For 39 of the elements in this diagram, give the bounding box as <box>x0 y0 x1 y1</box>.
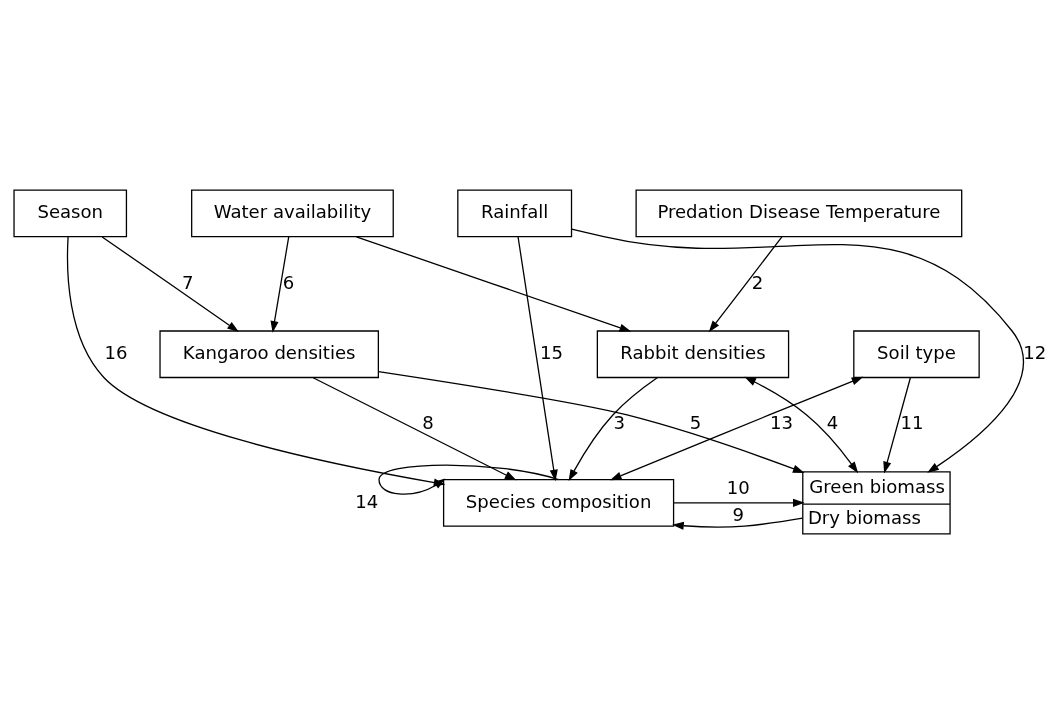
edge-label: 4 <box>826 412 839 434</box>
arrow <box>610 376 864 481</box>
arrow <box>377 370 805 473</box>
arrow <box>744 376 859 474</box>
edge-label: 6 <box>282 271 295 293</box>
arrow <box>101 236 239 332</box>
edge-label: 10 <box>726 477 750 499</box>
edge-label: 15 <box>539 342 563 364</box>
arrow <box>66 236 446 487</box>
arrow <box>672 517 804 530</box>
arrow <box>517 236 558 482</box>
node-box: Soil type <box>853 330 980 379</box>
arrow <box>270 236 290 333</box>
arrow <box>378 464 560 495</box>
node-box: Water availability <box>191 189 394 238</box>
node-box: Season <box>13 189 128 238</box>
edge-label: 13 <box>769 412 793 434</box>
arrow <box>708 236 783 333</box>
edge-label: 16 <box>104 342 128 364</box>
node-box: Rainfall <box>457 189 573 238</box>
edge-label: 14 <box>355 490 379 512</box>
arrow <box>673 498 805 507</box>
node-box: Predation Disease Temperature <box>635 189 963 238</box>
edge-label: 3 <box>613 412 626 434</box>
node-box: Species composition <box>442 478 675 527</box>
node-box: Kangaroo densities <box>159 330 379 379</box>
edge-label: 12 <box>1023 342 1047 364</box>
edge-label: 8 <box>422 412 434 434</box>
node-box: Rabbit densities <box>596 330 790 379</box>
arrow <box>571 228 1024 473</box>
arrow <box>312 377 517 481</box>
arrow <box>883 377 912 474</box>
edge-label: 7 <box>182 271 194 293</box>
arrow <box>355 236 632 332</box>
edge-label: 9 <box>732 504 744 526</box>
edge-label: 11 <box>900 412 924 434</box>
arrow <box>568 376 659 482</box>
edge-label: 2 <box>751 271 764 293</box>
edge-label: 5 <box>689 412 702 434</box>
